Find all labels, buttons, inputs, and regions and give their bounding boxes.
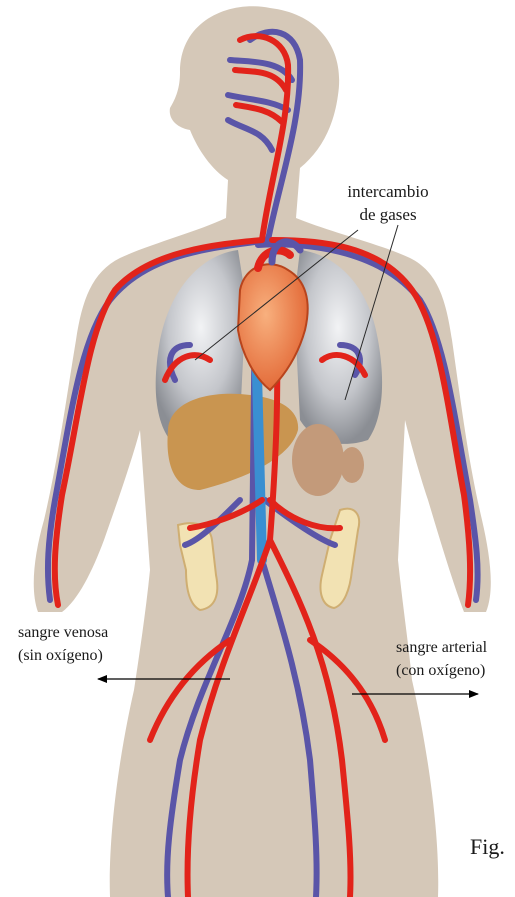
figure-caption: Fig. [470, 834, 505, 859]
gas-exchange-label-line2: de gases [359, 205, 416, 224]
arterial-blood-label-line1: sangre arterial [396, 639, 488, 656]
arterial-blood-label-line2: (con oxígeno) [396, 662, 485, 679]
gas-exchange-label-line1: intercambio [347, 182, 428, 201]
venous-blood-label-line1: sangre venosa [18, 624, 108, 641]
venous-blood-label-line2: (sin oxígeno) [18, 647, 103, 664]
